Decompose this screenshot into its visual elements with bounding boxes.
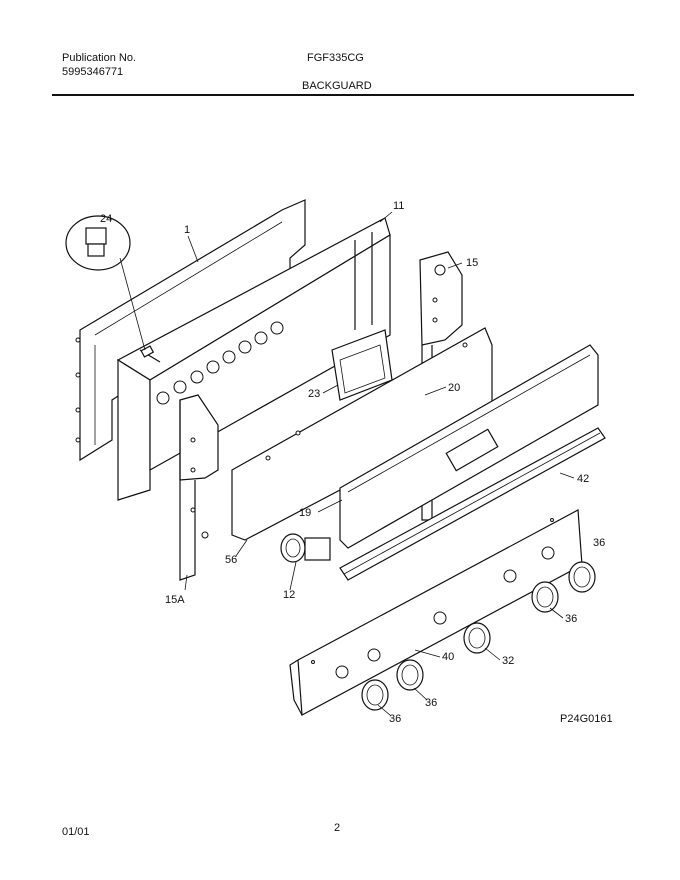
callout-1: 1 xyxy=(184,224,190,236)
callout-42: 42 xyxy=(577,473,589,485)
thermostat xyxy=(280,533,331,563)
knob xyxy=(361,679,389,711)
rear-panel xyxy=(75,199,306,462)
callout-36: 36 xyxy=(565,613,577,625)
footer-date: 01/01 xyxy=(62,826,90,838)
leader-lines xyxy=(184,211,575,716)
callout-40: 40 xyxy=(442,651,454,663)
callout-32: 32 xyxy=(502,655,514,667)
manifold-panel xyxy=(289,509,583,716)
knob-group xyxy=(361,561,596,711)
callout-36: 36 xyxy=(389,713,401,725)
callout-36: 36 xyxy=(425,697,437,709)
callout-15: 15 xyxy=(466,257,478,269)
backguard-housing xyxy=(116,217,391,501)
knob xyxy=(463,622,491,654)
publication-number: 5995346771 xyxy=(62,66,124,78)
left-bracket xyxy=(179,394,219,581)
callout-24: 24 xyxy=(100,213,112,225)
diagram-code: P24G0161 xyxy=(560,713,613,725)
knob xyxy=(531,581,559,613)
callout-19: 19 xyxy=(299,507,311,519)
callout-11: 11 xyxy=(393,200,404,212)
front-control-panel xyxy=(339,344,599,549)
publication-label: Publication No. xyxy=(62,52,136,64)
knob xyxy=(568,561,596,593)
section-title: BACKGUARD xyxy=(302,80,372,92)
header-rule xyxy=(52,94,634,96)
switch-inset xyxy=(65,215,146,351)
callout-12: 12 xyxy=(283,589,295,601)
callout-56: 56 xyxy=(225,554,237,566)
model-number: FGF335CG xyxy=(307,52,364,64)
callout-20: 20 xyxy=(448,382,460,394)
trim-strip xyxy=(339,427,606,581)
callout-23: 23 xyxy=(308,388,320,400)
callout-15a: 15A xyxy=(165,594,185,606)
knob xyxy=(396,659,424,691)
page-number: 2 xyxy=(334,822,341,834)
callout-36: 36 xyxy=(593,537,605,549)
